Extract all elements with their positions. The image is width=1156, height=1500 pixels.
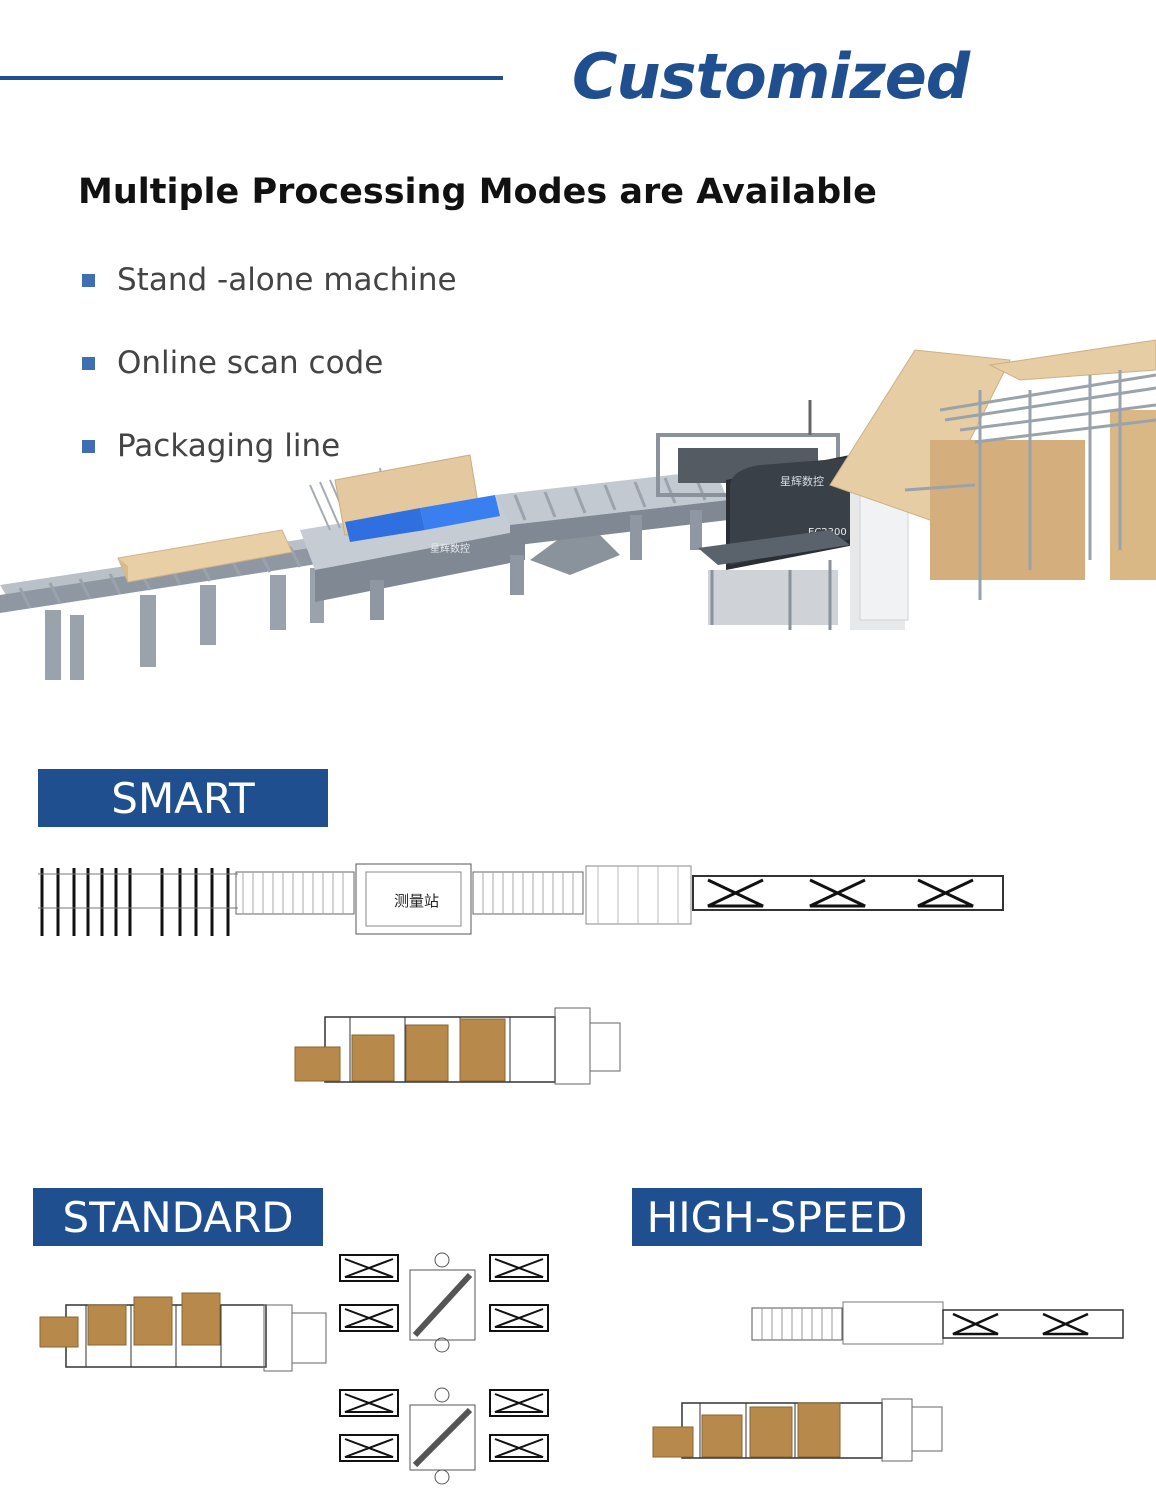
standard-station-layout — [339, 1252, 549, 1485]
mode-item-label: Packaging line — [117, 428, 341, 464]
mode-item-scan-code: Online scan code — [82, 345, 383, 381]
bullet-square-icon — [82, 273, 95, 287]
production-line-illustration: 星辉数控 星辉数控 EC2300 — [0, 339, 1156, 680]
page-title: Customized — [572, 40, 970, 113]
header-rule — [0, 76, 503, 80]
smart-label-badge: SMART — [38, 769, 328, 827]
bullet-square-icon — [82, 439, 95, 453]
high-speed-label-badge: HIGH-SPEED — [632, 1188, 922, 1246]
mode-item-label: Stand -alone machine — [117, 262, 457, 298]
modes-heading: Multiple Processing Modes are Available — [78, 172, 877, 212]
smart-packing-layout — [294, 1007, 621, 1085]
bullet-square-icon — [82, 356, 95, 370]
standard-packing-layout — [39, 1292, 327, 1372]
mode-item-label: Online scan code — [117, 345, 384, 381]
standard-label-badge: STANDARD — [33, 1188, 323, 1246]
high-speed-packing-layout — [652, 1398, 943, 1462]
smart-top-layout: 测量站 — [38, 863, 1004, 936]
mode-item-packaging: Packaging line — [82, 428, 340, 464]
machine-brand-label: 星辉数控 — [780, 474, 824, 488]
measuring-station-label: 测量站 — [394, 892, 439, 910]
mode-item-standalone: Stand -alone machine — [82, 262, 457, 298]
conveyor-brand-label: 星辉数控 — [430, 542, 470, 555]
high-speed-top-layout — [751, 1301, 1124, 1345]
